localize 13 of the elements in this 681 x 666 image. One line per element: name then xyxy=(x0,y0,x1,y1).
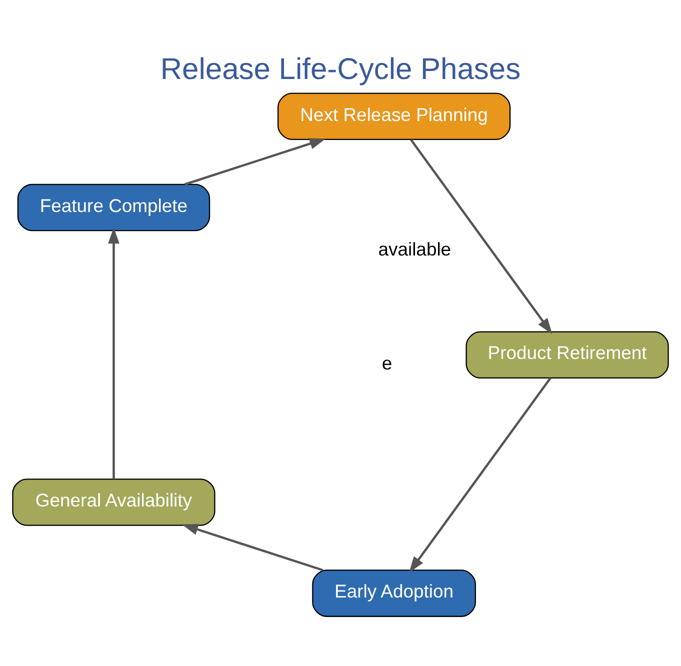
node-box: Next Release Planning xyxy=(277,92,511,140)
arrow xyxy=(408,376,552,572)
label: available xyxy=(378,238,452,259)
arrow xyxy=(184,138,326,185)
label: e xyxy=(382,352,392,374)
arrow xyxy=(410,138,552,334)
diagram-title: Release Life-Cycle Phases xyxy=(160,52,521,86)
node-box: Feature Complete xyxy=(17,183,210,231)
node-box: Early Adoption xyxy=(312,569,476,616)
node-box: General Availability xyxy=(12,478,216,526)
arrow xyxy=(182,523,324,571)
node-box: Product Retirement xyxy=(466,330,669,378)
arrow xyxy=(108,226,120,479)
